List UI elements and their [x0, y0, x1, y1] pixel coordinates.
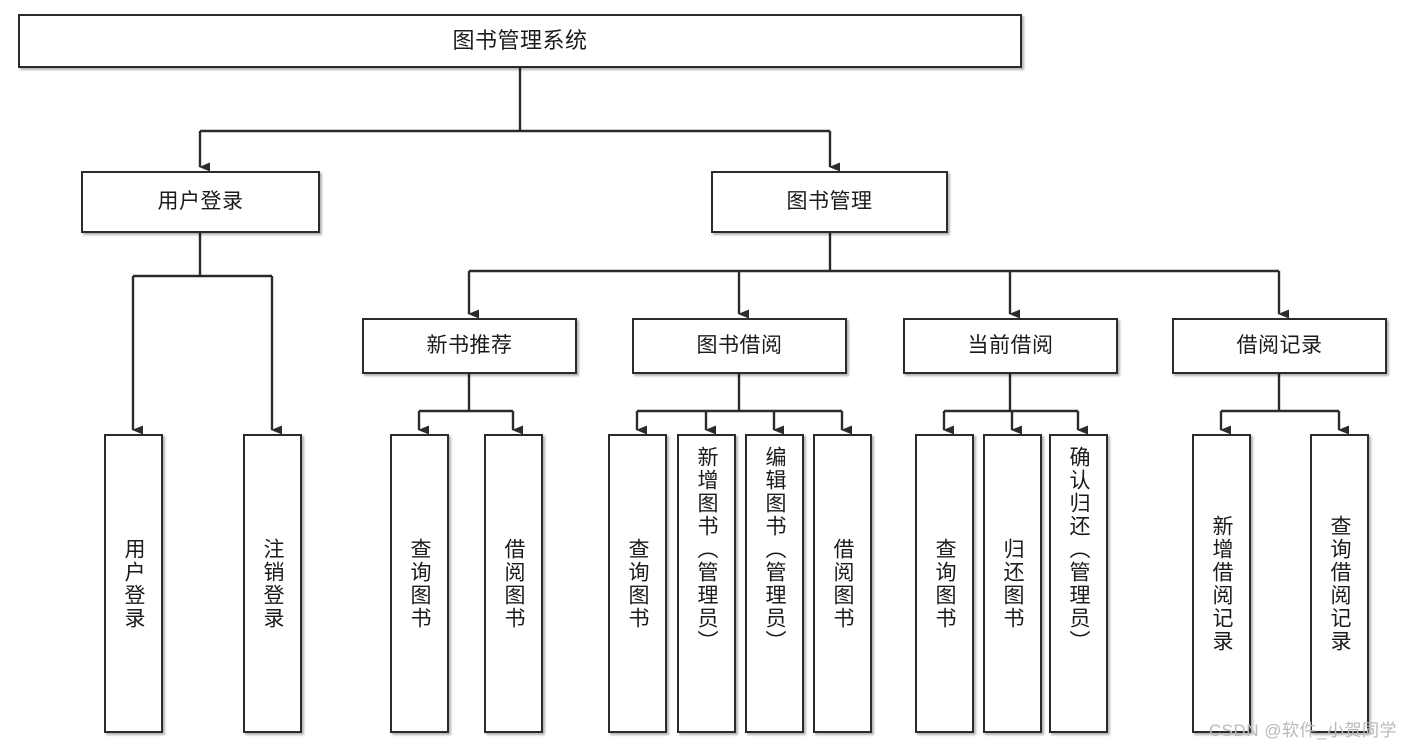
node-leaf-user-login[interactable]: 用户登录 [104, 434, 163, 733]
node-user-login[interactable]: 用户登录 [81, 171, 320, 233]
node-leaf-query-book-recommend-label: 查询图书 [408, 537, 431, 630]
node-new-book-recommend-label: 新书推荐 [426, 333, 513, 357]
node-leaf-query-book-borrow-label: 查询图书 [626, 537, 649, 630]
csdn-watermark: CSDN @软件_小贺同学 [1208, 721, 1397, 740]
node-leaf-return-book-label: 归还图书 [1001, 537, 1024, 630]
node-leaf-add-book-label: 新增图书（管理员） [695, 446, 718, 653]
node-leaf-add-borrow-record[interactable]: 新增借阅记录 [1192, 434, 1251, 733]
node-borrow-record[interactable]: 借阅记录 [1172, 318, 1387, 374]
node-leaf-add-book[interactable]: 新增图书（管理员） [677, 434, 736, 733]
node-book-management-label: 图书管理 [786, 189, 873, 213]
node-leaf-return-book[interactable]: 归还图书 [983, 434, 1042, 733]
node-leaf-add-borrow-record-label: 新增借阅记录 [1210, 514, 1233, 653]
node-leaf-query-book-borrow[interactable]: 查询图书 [608, 434, 667, 733]
node-root-label: 图书管理系统 [452, 28, 588, 54]
node-leaf-query-book-current-label: 查询图书 [933, 537, 956, 630]
node-borrow-record-label: 借阅记录 [1236, 333, 1323, 357]
node-leaf-user-login-label: 用户登录 [122, 537, 145, 630]
node-leaf-borrow-book[interactable]: 借阅图书 [813, 434, 872, 733]
node-leaf-confirm-return[interactable]: 确认归还（管理员） [1049, 434, 1108, 733]
node-root[interactable]: 图书管理系统 [18, 14, 1022, 68]
node-leaf-query-borrow-record[interactable]: 查询借阅记录 [1310, 434, 1369, 733]
node-book-borrow-label: 图书借阅 [696, 333, 783, 357]
node-leaf-confirm-return-label: 确认归还（管理员） [1067, 446, 1090, 653]
node-leaf-logout-label: 注销登录 [261, 537, 284, 630]
node-leaf-borrow-book-label: 借阅图书 [831, 537, 854, 630]
node-leaf-query-book-recommend[interactable]: 查询图书 [390, 434, 449, 733]
node-leaf-borrow-book-recommend[interactable]: 借阅图书 [484, 434, 543, 733]
node-book-management[interactable]: 图书管理 [711, 171, 948, 233]
node-current-borrow-label: 当前借阅 [967, 333, 1054, 357]
node-leaf-borrow-book-recommend-label: 借阅图书 [502, 537, 525, 630]
node-current-borrow[interactable]: 当前借阅 [903, 318, 1118, 374]
node-user-login-label: 用户登录 [157, 189, 244, 213]
node-leaf-query-borrow-record-label: 查询借阅记录 [1328, 514, 1351, 653]
node-leaf-edit-book[interactable]: 编辑图书（管理员） [745, 434, 804, 733]
node-book-borrow[interactable]: 图书借阅 [632, 318, 847, 374]
node-leaf-logout[interactable]: 注销登录 [243, 434, 302, 733]
node-leaf-edit-book-label: 编辑图书（管理员） [763, 446, 786, 653]
node-new-book-recommend[interactable]: 新书推荐 [362, 318, 577, 374]
node-leaf-query-book-current[interactable]: 查询图书 [915, 434, 974, 733]
